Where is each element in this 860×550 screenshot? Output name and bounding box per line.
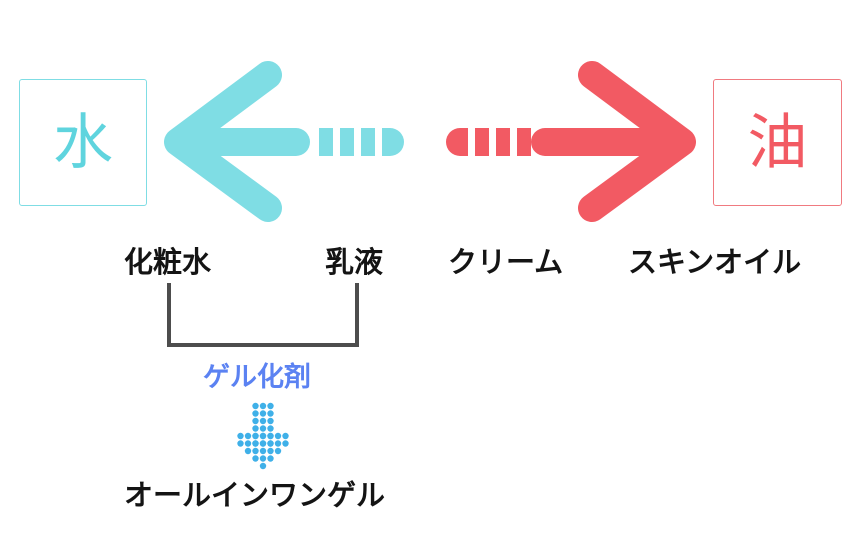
water-box: 水 <box>19 79 147 206</box>
dotted-down-arrow <box>237 402 289 470</box>
water-arrow-dashes <box>319 128 404 156</box>
water-arrow <box>164 61 310 222</box>
label-milk: 乳液 <box>325 245 384 279</box>
water-label: 水 <box>53 107 113 178</box>
oil-arrow <box>531 61 696 222</box>
label-cream: クリーム <box>448 245 564 279</box>
label-all-in-one-gel: オールインワンゲル <box>124 478 386 512</box>
oil-arrow-dashes <box>446 128 531 156</box>
oil-box: 油 <box>713 79 842 206</box>
oil-label: 油 <box>747 107 808 178</box>
label-lotion: 化粧水 <box>124 245 212 279</box>
label-skin-oil: スキンオイル <box>628 245 802 279</box>
bracket <box>167 283 359 347</box>
label-gel-agent: ゲル化剤 <box>203 362 311 393</box>
